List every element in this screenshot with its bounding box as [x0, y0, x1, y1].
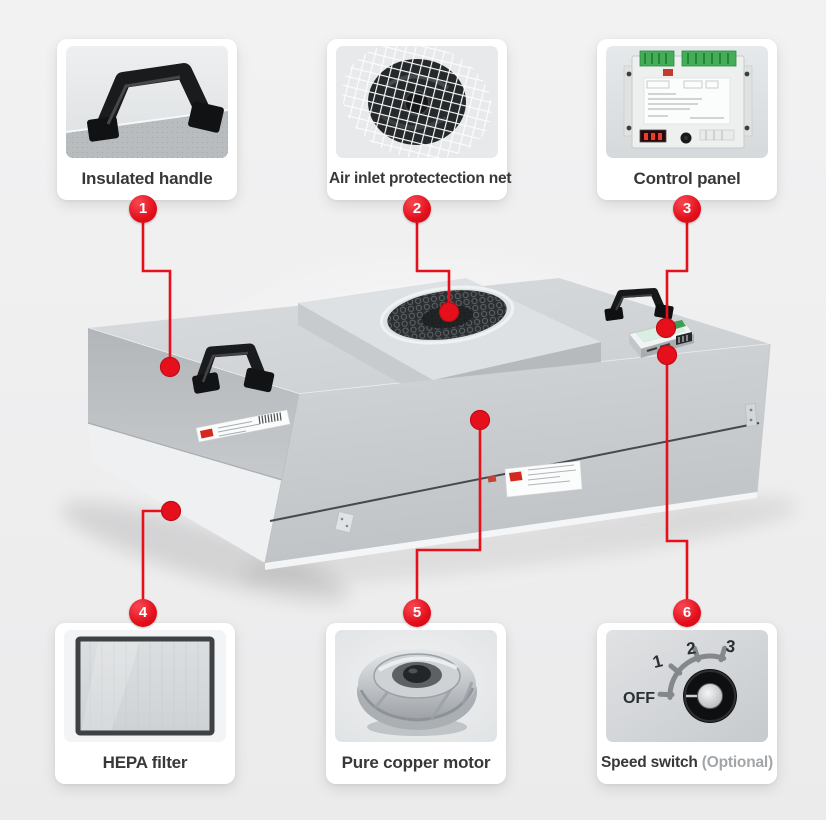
callout-card-insulated-handle: Insulated handle	[57, 39, 237, 200]
speed-switch-photo: OFF 1 2 3	[606, 630, 768, 742]
callout-card-control-panel: Control panel	[597, 39, 777, 200]
control-panel-label: Control panel	[633, 169, 741, 188]
speed-switch-optional-suffix: (Optional)	[701, 754, 773, 771]
connector-line-2	[415, 210, 451, 312]
fan-platform	[298, 278, 601, 402]
connector-dot-3	[655, 317, 677, 339]
hepa-filter-label: HEPA filter	[102, 753, 188, 772]
connector-line-1	[141, 210, 172, 367]
badge-6: 6	[673, 599, 701, 627]
badge-3: 3	[673, 195, 701, 223]
badge-2: 2	[403, 195, 431, 223]
dial-label-off: OFF	[623, 690, 655, 707]
callout-card-speed-switch: OFF 1 2 3 Speed switch (Optional)	[597, 623, 777, 784]
left-handle	[192, 343, 275, 394]
top-sticker	[195, 409, 291, 443]
control-panel-photo	[606, 46, 768, 158]
callout-card-hepa-filter: HEPA filter	[55, 623, 235, 784]
speed-switch-label: Speed switch (Optional)	[601, 754, 773, 771]
hinge-bracket	[334, 403, 758, 533]
dial-label-1: 1	[651, 651, 665, 672]
hepa-frame-band	[88, 423, 282, 563]
air-inlet-net-photo	[336, 46, 498, 158]
badge-1: 1	[129, 195, 157, 223]
connector-dot-6	[656, 344, 678, 366]
top-face	[88, 278, 770, 394]
controller-box	[628, 319, 695, 358]
insulated-handle-photo	[66, 46, 228, 158]
dial-label-3: 3	[725, 637, 736, 657]
connector-dot-4	[160, 500, 182, 522]
connector-line-3	[665, 210, 689, 328]
pure-copper-motor-photo	[335, 630, 497, 742]
air-inlet-net-label: Air inlet protectection net	[329, 170, 512, 187]
front-sticker	[487, 460, 583, 498]
insulated-handle-label: Insulated handle	[81, 169, 213, 188]
bottom-flange	[265, 492, 757, 570]
callout-card-air-inlet-net: Air inlet protectection net	[327, 39, 512, 200]
badge-5: 5	[403, 599, 431, 627]
air-inlet-grille	[379, 285, 515, 345]
connector-line-6	[665, 355, 689, 612]
dial-label-2: 2	[685, 638, 697, 658]
callout-card-pure-copper-motor: Pure copper motor	[326, 623, 506, 784]
pure-copper-motor-label: Pure copper motor	[341, 753, 491, 772]
front-groove	[269, 422, 760, 522]
connector-dot-1	[159, 356, 181, 378]
front-face	[265, 344, 770, 563]
left-face	[88, 328, 299, 480]
connector-line-5	[415, 420, 482, 612]
hepa-filter-photo	[64, 630, 226, 742]
connector-dot-2	[438, 301, 460, 323]
right-handle	[604, 288, 674, 321]
badge-4: 4	[129, 599, 157, 627]
connector-line-4	[141, 509, 171, 612]
connector-dot-5	[469, 409, 491, 431]
